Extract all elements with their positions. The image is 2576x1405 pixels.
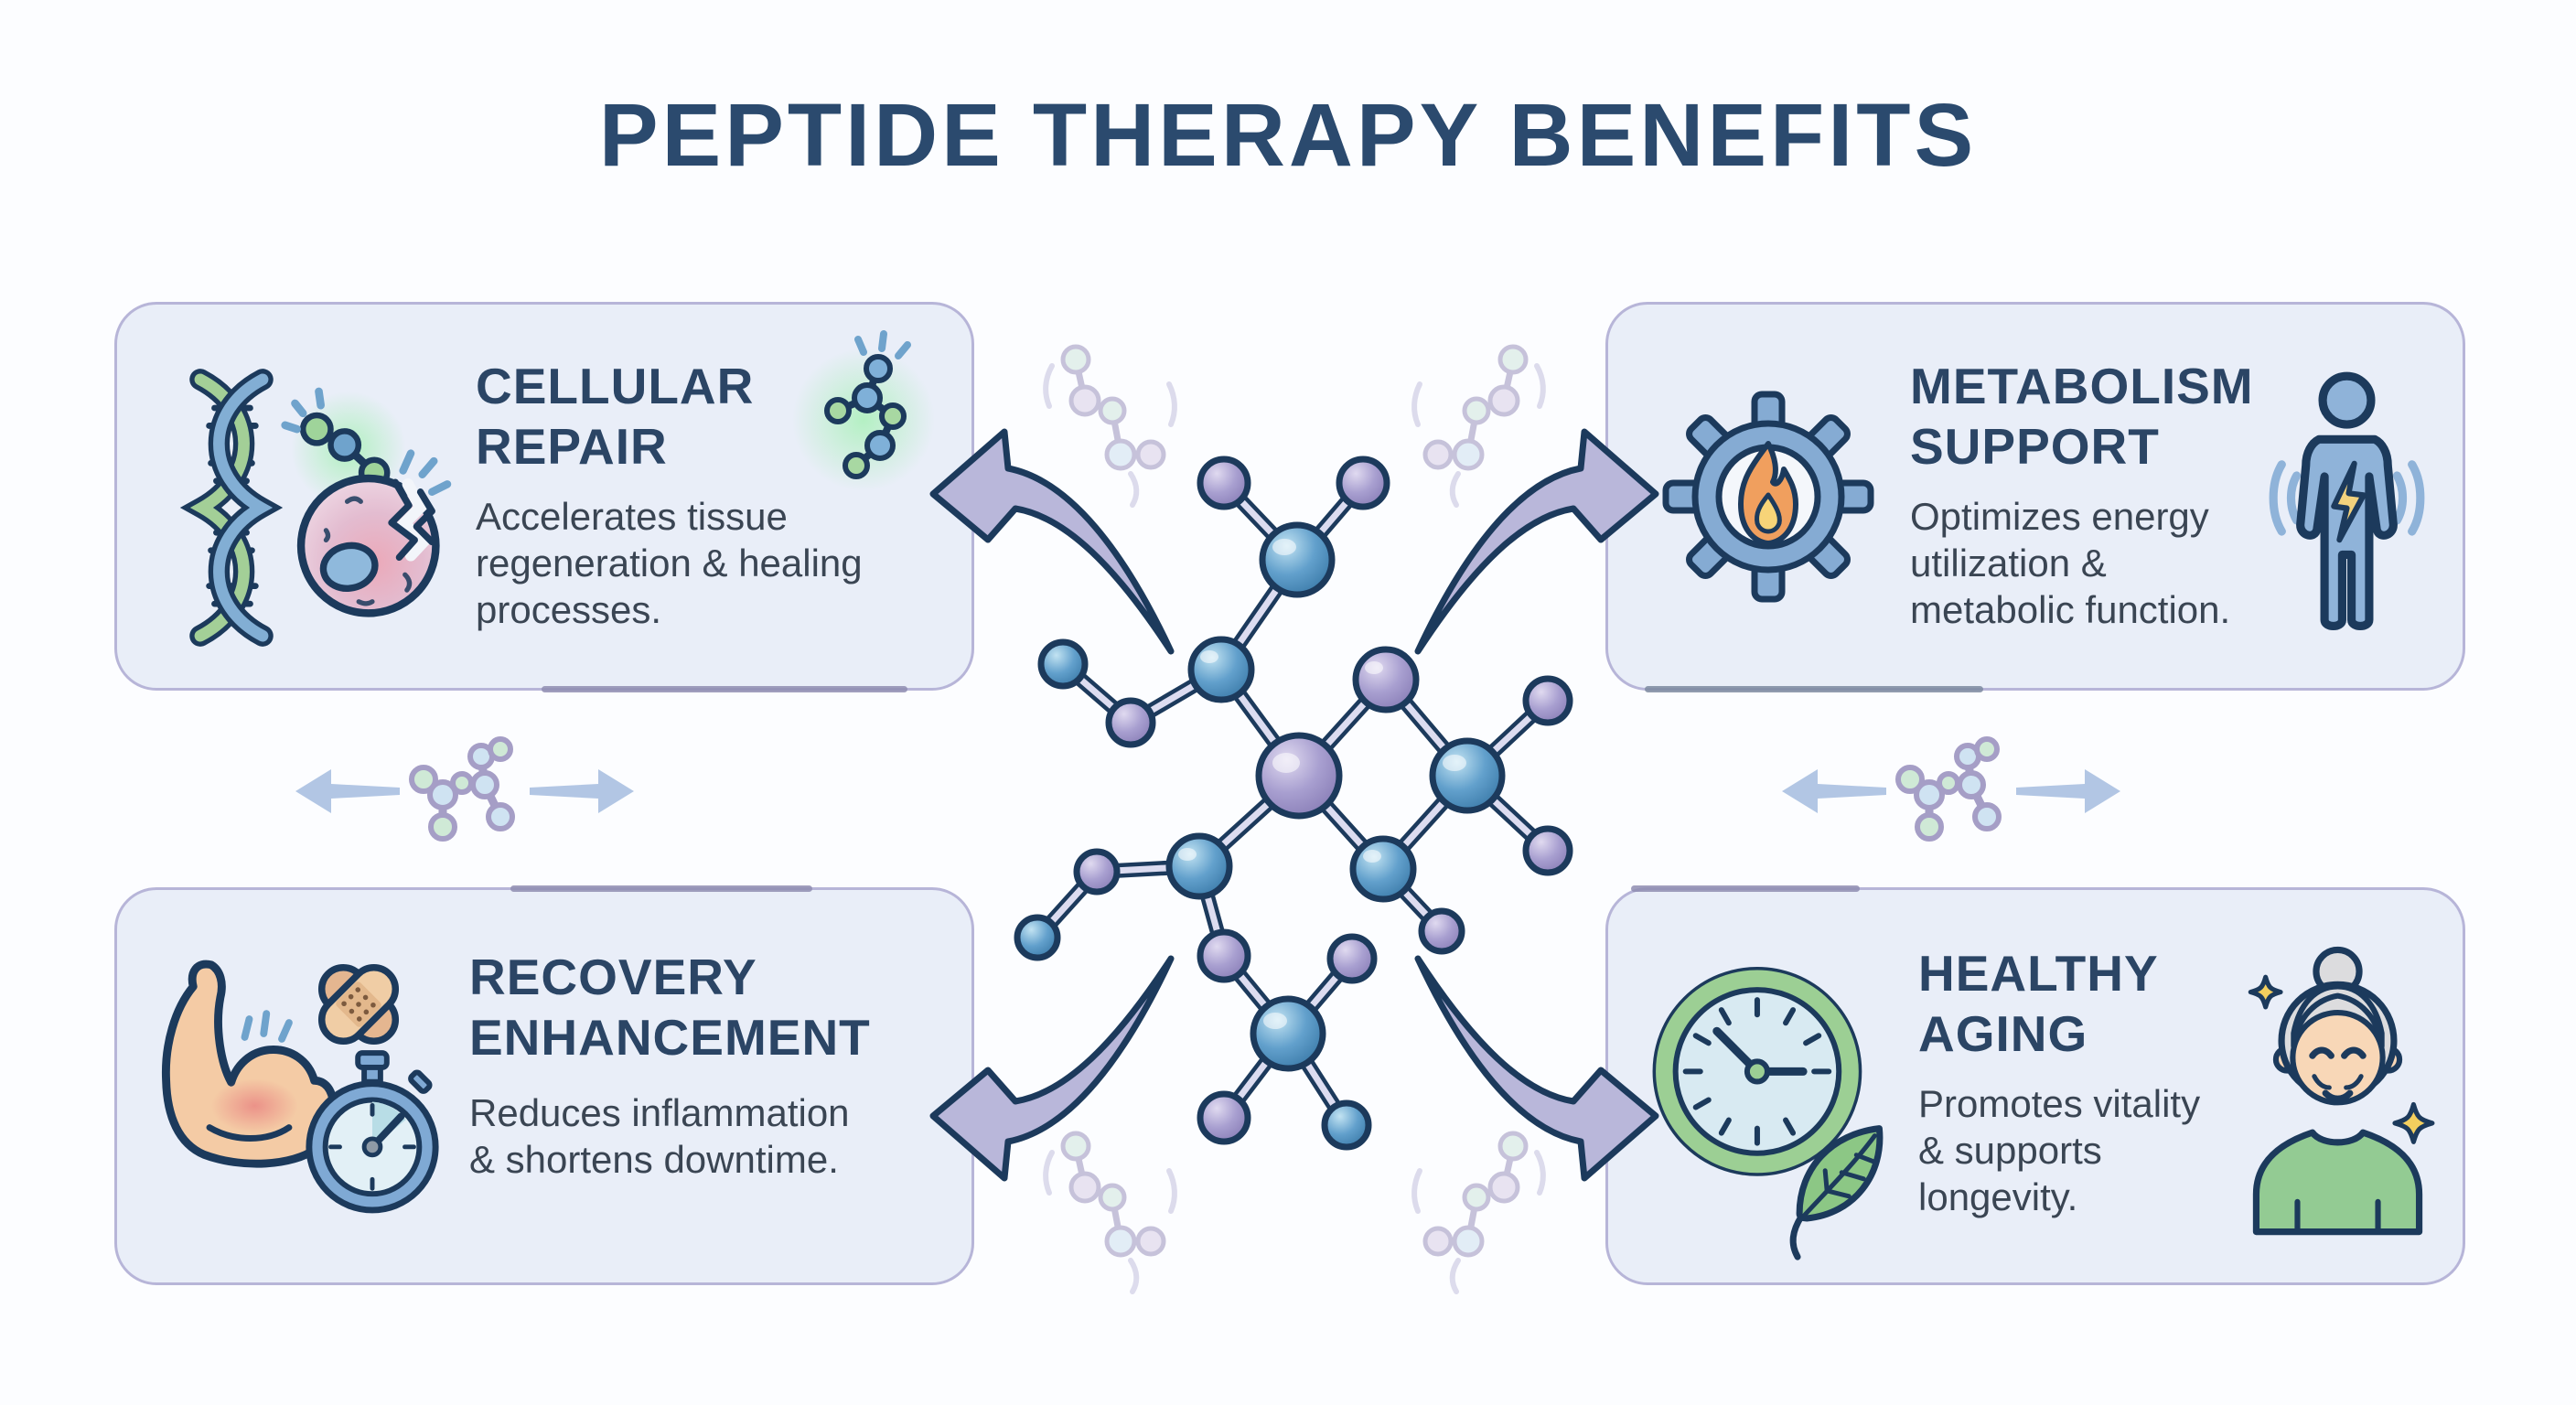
- card-body: Accelerates tissue regeneration & healin…: [476, 493, 863, 633]
- energized-person-icon: [2269, 371, 2425, 631]
- gear-flame-icon: [1662, 391, 1874, 603]
- card-title: HEALTHY AGING: [1918, 943, 2159, 1064]
- card-title: RECOVERY ENHANCEMENT: [469, 947, 871, 1067]
- arrow-left-small: [1782, 769, 1886, 813]
- dna-icon: [179, 369, 284, 647]
- arrow-right-small: [2016, 769, 2120, 813]
- arrow-to-cellular-repair: [933, 432, 1171, 651]
- card-title-line: RECOVERY: [469, 949, 757, 1005]
- card-metabolism-support: METABOLISM SUPPORT Optimizes energy util…: [1605, 302, 2465, 692]
- small-peptide-molecule: [409, 736, 515, 842]
- body-line: longevity.: [1918, 1175, 2078, 1218]
- senior-woman-icon: [2248, 946, 2435, 1236]
- body-line: & supports: [1918, 1129, 2102, 1172]
- card-accent: [1645, 686, 1983, 692]
- faded-peptide: [1414, 347, 1543, 505]
- card-accent: [1631, 885, 1860, 892]
- card-title-line: ENHANCEMENT: [469, 1009, 871, 1066]
- arrow-to-healthy-aging: [1418, 959, 1656, 1178]
- card-body: Reduces inflammation & shortens downtime…: [469, 1089, 850, 1183]
- arrow-to-metabolism-support: [1418, 432, 1656, 651]
- arrow-right-small: [530, 769, 634, 813]
- peptide-chain-glow-icon: [792, 330, 935, 491]
- card-title: CELLULAR REPAIR: [476, 356, 754, 477]
- faded-peptide: [1046, 1133, 1175, 1292]
- side-arrows-left: [295, 736, 634, 842]
- small-peptide-molecule: [1895, 736, 2002, 842]
- body-line: processes.: [476, 588, 662, 631]
- card-title-line: HEALTHY: [1918, 945, 2159, 1002]
- damaged-cell-icon: [296, 449, 452, 617]
- arrow-to-recovery-enhancement: [933, 959, 1171, 1178]
- body-line: & shortens downtime.: [469, 1138, 839, 1181]
- card-title-line: SUPPORT: [1910, 418, 2160, 475]
- card-title-line: REPAIR: [476, 418, 668, 475]
- body-line: Optimizes energy: [1910, 495, 2209, 538]
- card-title-line: METABOLISM: [1910, 358, 2254, 414]
- card-body: Optimizes energy utilization & metabolic…: [1910, 493, 2230, 633]
- card-title-line: AGING: [1918, 1005, 2088, 1062]
- side-arrows-right: [1782, 736, 2120, 842]
- body-line: metabolic function.: [1910, 588, 2231, 631]
- crossed-bandages-icon: [317, 963, 400, 1046]
- card-title-line: CELLULAR: [476, 358, 755, 414]
- card-cellular-repair: CELLULAR REPAIR Accelerates tissue regen…: [114, 302, 974, 692]
- page-title: PEPTIDE THERAPY BENEFITS: [598, 85, 1978, 185]
- card-recovery-enhancement: RECOVERY ENHANCEMENT Reduces inflammatio…: [114, 885, 974, 1285]
- body-line: Reduces inflammation: [469, 1091, 850, 1134]
- clock-leaf-icon: [1652, 967, 1884, 1260]
- flexed-arm-icon: [161, 960, 338, 1168]
- card-accent: [542, 686, 907, 692]
- body-line: Accelerates tissue: [476, 495, 788, 538]
- arrow-left-small: [295, 769, 400, 813]
- card-accent: [510, 885, 812, 892]
- body-line: Promotes vitality: [1918, 1082, 2201, 1125]
- center-molecule-graphic: [896, 329, 1692, 1281]
- body-line: regeneration & healing: [476, 542, 863, 585]
- faded-peptide: [1046, 347, 1175, 505]
- card-healthy-aging: HEALTHY AGING Promotes vitality & suppor…: [1605, 885, 2465, 1285]
- stopwatch-icon: [306, 1050, 439, 1214]
- card-title: METABOLISM SUPPORT: [1910, 356, 2254, 477]
- body-line: utilization &: [1910, 542, 2107, 585]
- faded-peptide: [1414, 1133, 1543, 1292]
- sparkle-icon: [2248, 974, 2435, 1144]
- card-body: Promotes vitality & supports longevity.: [1918, 1080, 2200, 1220]
